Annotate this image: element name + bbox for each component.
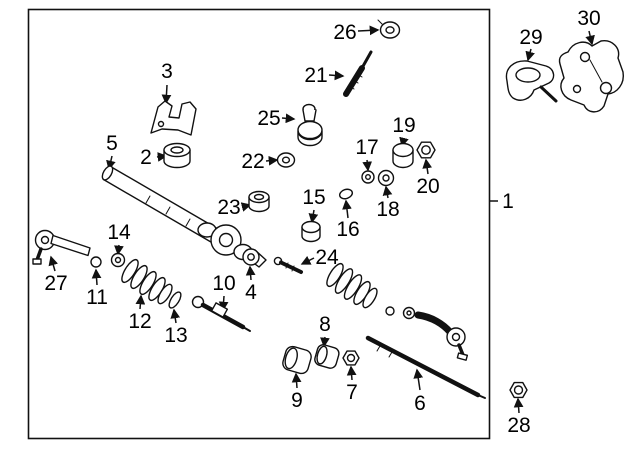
callout-13: 13 <box>164 324 187 347</box>
callout-11: 11 <box>86 286 108 309</box>
callout-9: 9 <box>291 389 303 412</box>
part-grommet-26 <box>377 19 401 39</box>
diagram-border <box>27 8 491 440</box>
callout-28: 28 <box>507 414 530 437</box>
leader-27 <box>48 255 58 272</box>
callout-labels: 1 2 3 4 5 6 7 8 9 10 11 12 13 14 15 16 1… <box>44 7 600 437</box>
leader-26 <box>357 25 380 36</box>
callout-6: 6 <box>414 392 426 415</box>
part-washer-4 <box>242 248 260 266</box>
part-bracket-3 <box>150 100 197 136</box>
part-bracket-29 <box>505 60 558 103</box>
leader-28 <box>513 397 524 414</box>
callout-16: 16 <box>336 218 359 241</box>
part-bushing-19 <box>392 142 414 169</box>
callout-30: 30 <box>577 7 600 30</box>
callout-3: 3 <box>161 60 173 83</box>
part-bellows-right <box>326 262 378 309</box>
part-bushing-15 <box>301 220 321 243</box>
part-tie-rod-end-right <box>414 311 469 361</box>
leader-3 <box>161 84 172 105</box>
part-clip-11 <box>90 256 102 268</box>
leader-11 <box>91 268 102 286</box>
callout-29: 29 <box>519 26 542 49</box>
part-nut-20 <box>416 141 436 159</box>
callout-21: 21 <box>304 64 327 87</box>
callout-10: 10 <box>212 272 235 295</box>
part-bushing-9 <box>282 345 312 375</box>
part-seal-16 <box>338 188 354 200</box>
part-ring-18 <box>377 169 395 187</box>
leader-21 <box>328 70 345 81</box>
callout-23: 23 <box>217 196 240 219</box>
part-bellows-left <box>121 258 173 305</box>
part-clamp-14 <box>110 252 126 268</box>
leader-20 <box>422 158 432 175</box>
part-valve-25 <box>297 103 323 147</box>
callout-12: 12 <box>128 310 151 333</box>
part-bolt-24 <box>273 256 303 274</box>
callout-15: 15 <box>302 186 325 209</box>
callout-20: 20 <box>416 175 439 198</box>
callout-18: 18 <box>376 198 399 221</box>
callout-24: 24 <box>315 246 339 269</box>
part-bushing-23 <box>248 190 270 213</box>
part-knuckle-30 <box>558 40 624 113</box>
callout-5: 5 <box>106 132 118 155</box>
part-washer-22 <box>276 152 296 168</box>
callout-4: 4 <box>245 281 257 304</box>
part-nut-7 <box>342 350 360 366</box>
part-washer-small-b <box>402 306 416 320</box>
part-rod-6 <box>365 335 486 399</box>
part-bushing-8 <box>314 344 340 369</box>
leader-17 <box>362 159 373 172</box>
leader-16 <box>342 199 352 219</box>
callout-26: 26 <box>333 21 356 44</box>
part-clamp-13 <box>168 291 182 309</box>
leader-29 <box>525 48 535 62</box>
callout-7: 7 <box>346 381 358 404</box>
callout-8: 8 <box>319 313 331 336</box>
callout-25: 25 <box>257 107 280 130</box>
leader-14 <box>114 244 124 256</box>
leader-24 <box>300 255 315 265</box>
leader-30 <box>585 30 595 46</box>
part-nut-28 <box>509 381 528 399</box>
leader-12 <box>135 294 146 310</box>
callout-27: 27 <box>44 272 67 295</box>
callout-14: 14 <box>107 221 131 244</box>
callout-1: 1 <box>502 190 514 213</box>
assembly-drawing <box>32 19 624 399</box>
part-bushing-2 <box>163 142 191 169</box>
callout-22: 22 <box>241 150 264 173</box>
part-washer-small-a <box>385 306 395 316</box>
part-tie-rod-end-left <box>32 229 91 265</box>
leader-25 <box>281 113 296 124</box>
leader-13 <box>170 308 181 324</box>
leader-6 <box>413 368 424 391</box>
part-inner-tie-rod-10 <box>191 295 251 332</box>
leader-9 <box>291 372 302 389</box>
leader-4 <box>245 265 256 281</box>
leader-7 <box>346 365 357 381</box>
leader-18 <box>382 185 393 199</box>
part-stud-21 <box>343 50 373 97</box>
callout-2: 2 <box>140 146 152 169</box>
leader-22 <box>265 155 279 166</box>
callout-17: 17 <box>355 136 378 159</box>
leader-15 <box>308 209 319 224</box>
part-ring-17 <box>361 170 375 184</box>
callout-19: 19 <box>392 114 415 137</box>
